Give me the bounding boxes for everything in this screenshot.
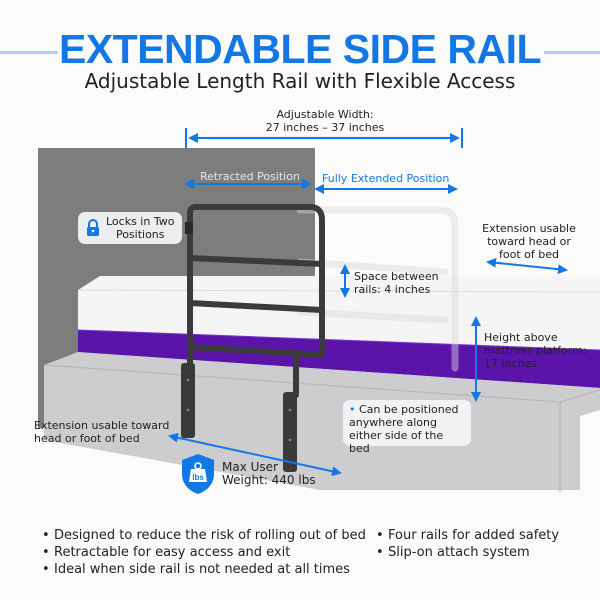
locks-line2: Positions [115, 228, 165, 241]
feature-item: Designed to reduce the risk of rolling o… [40, 527, 366, 544]
features-list-left: Designed to reduce the risk of rolling o… [40, 527, 366, 578]
locks-text: Locks in Two Positions [106, 215, 174, 241]
rail-spacing-label: Space between rails: 4 inches [354, 270, 439, 296]
title-rule-left [0, 51, 58, 54]
width-label-line2: 27 inches – 37 inches [265, 121, 385, 134]
locks-callout: Locks in Two Positions [78, 212, 182, 244]
width-label-line1: Adjustable Width: [276, 108, 374, 121]
extended-position-label: Fully Extended Position [322, 172, 450, 185]
ext-right-line2: toward head or [487, 235, 571, 248]
height-line3: 17 inches [484, 357, 538, 370]
spacing-line1: Space between [354, 270, 439, 283]
position-line3: either side of the bed [349, 429, 444, 455]
feature-item: Slip-on attach system [374, 544, 559, 561]
position-callout: • Can be positioned anywhere along eithe… [343, 400, 471, 455]
weight-line1: Max User [222, 460, 278, 474]
adjustable-width-label: Adjustable Width: 27 inches – 37 inches [200, 108, 450, 134]
svg-text:lbs: lbs [192, 473, 204, 482]
weight-line2: Weight: 440 lbs [222, 473, 316, 487]
ext-right-line1: Extension usable [482, 222, 576, 235]
spacing-line2: rails: 4 inches [354, 283, 431, 296]
features-list-right: Four rails for added safety Slip-on atta… [374, 527, 559, 561]
feature-item: Retractable for easy access and exit [40, 544, 366, 561]
extension-right-label: Extension usable toward head or foot of … [474, 222, 584, 261]
lock-icon [87, 219, 99, 236]
position-line2: anywhere along [349, 416, 437, 429]
retracted-position-label: Retracted Position [200, 170, 300, 183]
weight-shield-icon: lbs [182, 454, 214, 494]
position-line1: • Can be positioned [349, 403, 459, 416]
weight-text: Max User Weight: 440 lbs [222, 461, 316, 487]
height-label: Height above mattress platform: 17 inche… [484, 331, 587, 370]
extension-left-label: Extension usable toward head or foot of … [34, 419, 169, 445]
ext-left-line1: Extension usable toward [34, 419, 170, 432]
title-rule-right [544, 51, 600, 54]
feature-item: Four rails for added safety [374, 527, 559, 544]
height-line2: mattress platform: [484, 344, 587, 357]
height-line1: Height above [484, 331, 558, 344]
page-title: EXTENDABLE SIDE RAIL [58, 26, 542, 72]
locks-line1: Locks in Two [106, 215, 175, 228]
max-weight-callout: lbs Max User Weight: 440 lbs [180, 452, 316, 496]
feature-item: Ideal when side rail is not needed at al… [40, 561, 366, 578]
position-line1-text: Can be positioned [359, 403, 459, 416]
ext-right-line3: foot of bed [499, 248, 559, 261]
page-subtitle: Adjustable Length Rail with Flexible Acc… [84, 69, 516, 93]
ext-left-line2: head or foot of bed [34, 432, 140, 445]
